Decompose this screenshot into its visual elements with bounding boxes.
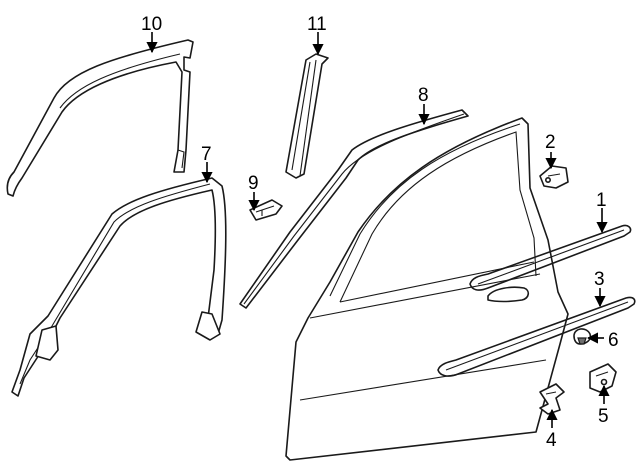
part-4-fastener[interactable] [539, 383, 565, 415]
part-1-upper-side-molding[interactable] [469, 224, 632, 291]
part-10-upper-frame-molding[interactable] [6, 39, 194, 197]
part-2-mirror-bracket[interactable] [539, 165, 569, 189]
part-3-lower-side-molding[interactable] [437, 296, 636, 377]
part-5-retainer[interactable] [589, 363, 617, 393]
callout-10: 10 [141, 14, 162, 35]
callout-1: 1 [596, 190, 607, 211]
leader-lines [146, 32, 610, 428]
part-7-window-frame-seal[interactable] [11, 177, 227, 397]
callout-5: 5 [598, 406, 609, 427]
door-shell[interactable] [285, 117, 569, 461]
part-11-pillar-trim[interactable] [285, 53, 329, 179]
callout-2: 2 [545, 132, 556, 153]
callout-7: 7 [201, 144, 212, 165]
callout-9: 9 [248, 173, 259, 194]
callout-numbers: 10 11 8 7 9 2 1 3 6 4 5 [141, 14, 619, 451]
callout-6: 6 [608, 330, 619, 351]
callout-4: 4 [546, 430, 557, 451]
part-6-clip[interactable] [573, 328, 592, 345]
callout-11: 11 [307, 14, 327, 35]
callout-3: 3 [594, 269, 605, 290]
callout-8: 8 [418, 85, 429, 106]
part-8-roof-molding[interactable] [239, 109, 469, 309]
